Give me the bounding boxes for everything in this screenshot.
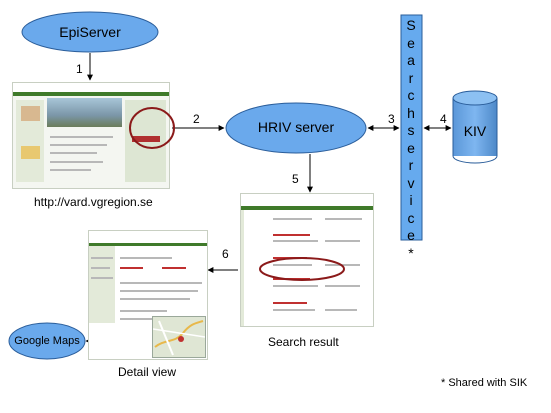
step-6-number: 6 — [222, 247, 229, 261]
search-service-letter: r — [408, 69, 414, 86]
search-service-letter: S — [406, 17, 416, 33]
search-service-letter: e — [407, 34, 415, 51]
search-service-letter: e — [407, 139, 415, 156]
search-service-letter: a — [407, 52, 415, 68]
google-maps-node — [8, 322, 86, 360]
detail-view-label: Detail view — [118, 365, 177, 379]
search-service-letter: * — [408, 244, 414, 261]
step-1-number: 1 — [76, 62, 83, 76]
vard-url-label: http://vard.vgregion.se — [34, 195, 153, 209]
step-3-number: 3 — [388, 112, 395, 126]
hriv-server-label: HRIV server — [257, 119, 335, 135]
episerver-label: EpiServer — [59, 24, 121, 40]
search-service-letter: v — [407, 174, 415, 191]
map-thumbnail — [152, 316, 206, 358]
kiv-label: KIV — [463, 123, 487, 139]
google-maps-label: Google Maps — [14, 335, 80, 347]
step-4-number: 4 — [440, 112, 447, 126]
hriv-server-node — [225, 102, 367, 154]
episerver-node — [21, 11, 159, 53]
search-result-label: Search result — [268, 335, 339, 349]
search-service-box — [400, 14, 423, 241]
search-service-letter: c — [407, 87, 415, 103]
step-5-number: 5 — [292, 172, 299, 186]
search-service-letter: r — [408, 157, 414, 173]
vard-homepage-screenshot — [12, 82, 170, 189]
search-service-letter: h — [407, 104, 415, 121]
search-service-letter: c — [407, 209, 415, 226]
kiv-database — [452, 90, 498, 164]
footnote-label: * Shared with SIK — [441, 377, 528, 389]
map-roads-icon — [152, 320, 206, 356]
step-2-number: 2 — [193, 112, 200, 126]
search-service-letter: e — [407, 227, 415, 243]
search-service-letter: i — [409, 192, 413, 208]
search-service-letter: s — [407, 122, 415, 138]
